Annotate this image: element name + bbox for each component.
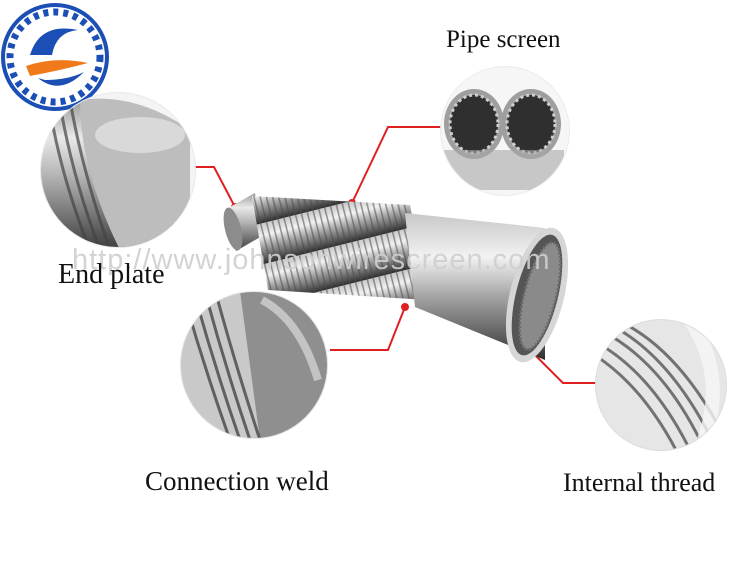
detail-pipe-screen: [440, 66, 570, 196]
detail-connection-weld: [180, 291, 328, 439]
label-pipe-screen: Pipe screen: [446, 26, 561, 53]
company-logo: [1, 3, 109, 111]
detail-internal-thread: [595, 319, 727, 451]
watermark-text: http://www.johnsonwirescreen.com: [72, 244, 551, 276]
label-end-plate: End plate: [58, 259, 165, 290]
pipe-screen-product-photo: [223, 193, 569, 363]
detail-end-plate: [40, 92, 196, 248]
callout-lines: [195, 126, 597, 384]
label-internal-thread: Internal thread: [563, 468, 716, 497]
label-connection-weld: Connection weld: [145, 466, 329, 496]
